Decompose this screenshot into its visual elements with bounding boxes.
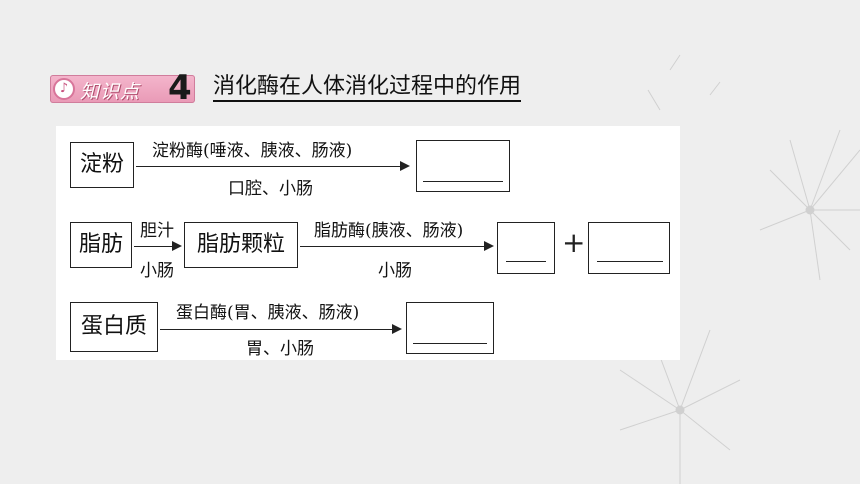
answer-blank[interactable] (506, 261, 546, 262)
protein-box: 蛋白质 (70, 302, 158, 352)
fat-location-label: 小肠 (378, 261, 412, 281)
answer-blank[interactable] (413, 343, 487, 344)
knowledge-point-badge: ♪ 知识点 4 (50, 71, 195, 105)
badge-number: 4 (168, 68, 192, 108)
answer-blank[interactable] (597, 261, 663, 262)
protein-arrow (160, 324, 402, 334)
fat-enzyme-label: 脂肪酶(胰液、肠液) (314, 221, 464, 241)
fat-box: 脂肪 (70, 222, 132, 268)
bile-arrow (134, 241, 182, 251)
fat-product-box-2 (588, 222, 670, 274)
bile-label: 胆汁 (140, 221, 174, 241)
note-icon: ♪ (53, 78, 75, 100)
plus-sign: + (562, 226, 586, 259)
starch-location-label: 口腔、小肠 (228, 179, 313, 199)
protein-location-label: 胃、小肠 (246, 339, 314, 359)
starch-box: 淀粉 (70, 142, 134, 188)
starch-arrow (136, 161, 410, 171)
badge-label: 知识点 (80, 81, 141, 103)
fat-arrow (300, 241, 494, 251)
protein-enzyme-label: 蛋白酶(胃、胰液、肠液) (176, 303, 360, 323)
section-title: 消化酶在人体消化过程中的作用 (213, 74, 522, 102)
starch-enzyme-label: 淀粉酶(唾液、胰液、肠液) (152, 141, 353, 161)
digestion-diagram: 淀粉 淀粉酶(唾液、胰液、肠液) 口腔、小肠 脂肪 胆汁 小肠 脂肪颗粒 脂肪酶… (56, 126, 680, 360)
dandelion-decoration (619, 54, 860, 484)
protein-product-box (406, 302, 494, 354)
answer-blank[interactable] (423, 181, 503, 182)
starch-product-box (416, 140, 510, 192)
bile-location-label: 小肠 (140, 261, 174, 281)
fat-product-box-1 (497, 222, 555, 274)
fat-droplets-box: 脂肪颗粒 (184, 222, 298, 268)
